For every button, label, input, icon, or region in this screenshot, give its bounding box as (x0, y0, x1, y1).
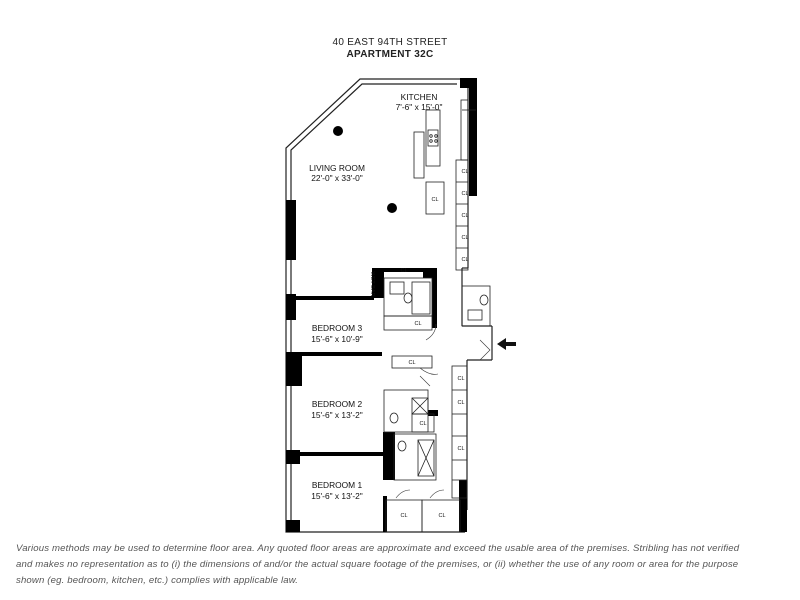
closet-label: CL (400, 268, 407, 274)
kitchen-dims: 7'-6" x 15'-0" (396, 102, 443, 112)
disclaimer-line: and makes no representation as to (i) th… (16, 559, 739, 570)
closets-right (451, 159, 469, 499)
arrow-left-icon (497, 338, 516, 350)
bedroom-2-label: BEDROOM 2 (312, 399, 363, 409)
closet-label: CL (419, 421, 426, 427)
closet-label: CL (461, 213, 468, 219)
column (333, 126, 343, 136)
floor-plan: KITCHEN 7'-6" x 15'-0" LIVING ROOM 22'-0… (285, 78, 516, 533)
apartment-number: APARTMENT 32C (346, 49, 434, 60)
closet-label: CL (400, 513, 407, 519)
solid-walls (286, 78, 477, 532)
bedroom-2-dims: 15'-6" x 13'-2" (311, 410, 363, 420)
closet-label: CL (408, 360, 415, 366)
column (387, 203, 397, 213)
wet-bar-label: WET BAR (369, 272, 375, 297)
bedroom-3-dims: 15'-6" x 10'-9" (311, 334, 363, 344)
closet-label: CL (457, 446, 464, 452)
bedroom-3-label: BEDROOM 3 (312, 323, 363, 333)
closet-label: CL (414, 321, 421, 327)
living-room-dims: 22'-0" x 33'-0" (311, 173, 363, 183)
disclaimer-line: Various methods may be used to determine… (16, 543, 740, 554)
closet-label: CL (438, 513, 445, 519)
closet-label: CL (461, 191, 468, 197)
closet-label: CL (457, 400, 464, 406)
building-address: 40 EAST 94TH STREET (332, 37, 448, 48)
bathrooms (383, 277, 491, 533)
bedroom-1-dims: 15'-6" x 13'-2" (311, 491, 363, 501)
closet-label: CL (461, 169, 468, 175)
closet-label: CL (461, 257, 468, 263)
living-room-label: LIVING ROOM (309, 163, 365, 173)
bedroom-1-label: BEDROOM 1 (312, 480, 363, 490)
closet-label: CL (431, 197, 438, 203)
closet-label: CL (457, 376, 464, 382)
disclaimer: Various methods may be used to determine… (16, 541, 788, 589)
door-swings (395, 323, 491, 499)
disclaimer-line: shown (eg. bedroom, kitchen, etc.) compl… (16, 575, 299, 586)
kitchen-label: KITCHEN (401, 92, 438, 102)
closet-label: CL (461, 235, 468, 241)
